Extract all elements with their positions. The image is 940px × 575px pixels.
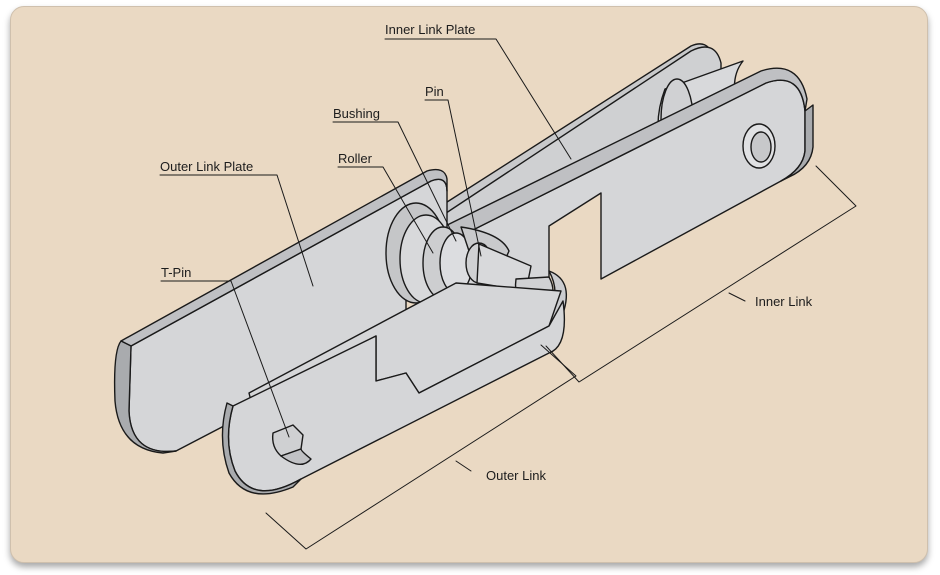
label-inner-link-plate: Inner Link Plate: [385, 22, 475, 37]
leader-roller: [337, 166, 434, 254]
leader-bushing: [332, 121, 457, 242]
leader-pin: [424, 99, 482, 257]
outer-plate-back-end: [113, 340, 177, 454]
leader-t-pin: [160, 280, 290, 438]
inner-plate-front-end: [780, 104, 814, 182]
t-pin-tail: [280, 448, 312, 465]
label-roller: Roller: [338, 151, 373, 166]
label-outer-link: Outer Link: [486, 468, 546, 483]
label-t-pin: T-Pin: [161, 265, 191, 280]
t-pin-head: [271, 424, 304, 457]
outer-plate-front-end: [221, 402, 302, 495]
inner-plate-hole-inner: [750, 131, 772, 163]
diagram-frame: Inner Link Plate Pin Bushing Roller Oute…: [10, 6, 928, 563]
label-bushing: Bushing: [333, 106, 380, 121]
leader-inner-link-plate: [384, 38, 572, 160]
bracket-outer-link: [265, 344, 577, 550]
roller-chain-diagram: Inner Link Plate Pin Bushing Roller Oute…: [113, 22, 857, 550]
leader-outer-link-plate: [159, 174, 314, 287]
outer-plate-back-top: [120, 168, 448, 347]
label-outer-link-plate: Outer Link Plate: [160, 159, 253, 174]
label-inner-link: Inner Link: [755, 294, 813, 309]
label-pin: Pin: [425, 84, 444, 99]
